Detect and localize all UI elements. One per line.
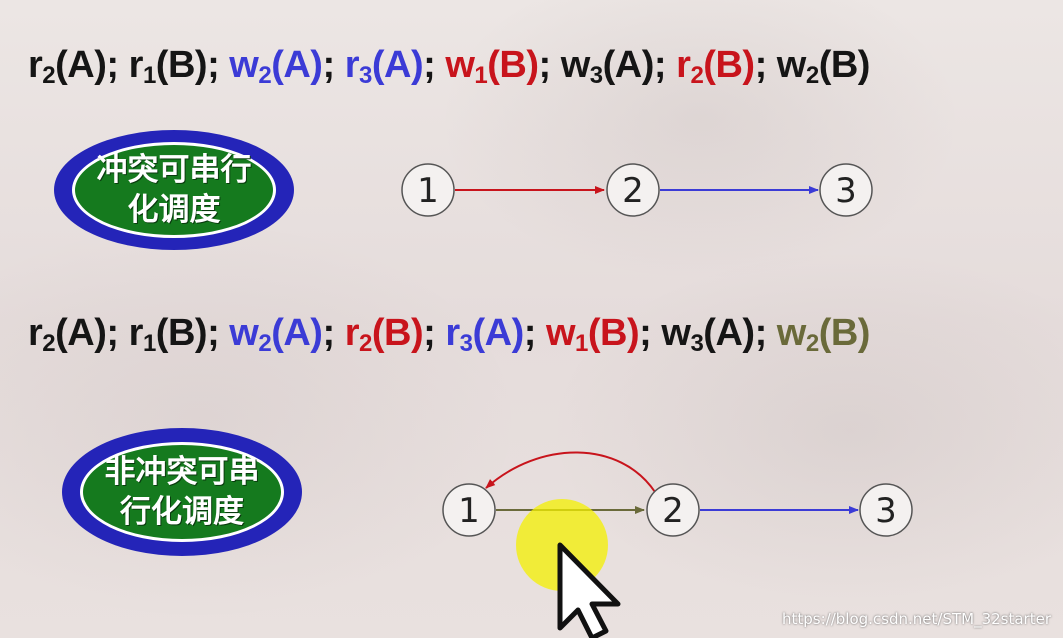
schedule-op: w2(B): [776, 312, 871, 357]
schedule-op: r2(A): [28, 312, 107, 357]
watermark: https://blog.csdn.net/STM_32starter: [782, 610, 1051, 628]
svg-text:2: 2: [622, 171, 644, 211]
schedule-line-2: r2(A); r1(B); w2(A); r2(B); r3(A); w1(B)…: [28, 312, 871, 357]
schedule-op: w2(B): [776, 44, 871, 89]
schedule-separator: ;: [754, 44, 777, 86]
graph1-node-2: 2: [606, 163, 660, 217]
schedule-op: r1(B): [128, 312, 208, 357]
schedule-op: r1(B): [128, 44, 208, 89]
label-text-1: 冲突可串行 化调度: [96, 152, 252, 228]
mouse-pointer-icon: [516, 499, 621, 638]
schedule-op: w1(B): [545, 312, 640, 357]
schedule-separator: ;: [423, 312, 446, 354]
schedule-op: w2(A): [229, 312, 323, 357]
label-text-2: 非冲突可串 行化调度: [104, 454, 260, 530]
schedule-separator: ;: [322, 312, 345, 354]
schedule-separator: ;: [207, 44, 230, 86]
label-ellipse-conflict-serializable: 冲突可串行 化调度: [54, 130, 294, 250]
svg-text:1: 1: [458, 491, 480, 531]
label-ellipse-non-conflict-serializable: 非冲突可串 行化调度: [62, 428, 302, 556]
graph2-node-2: 2: [646, 483, 700, 537]
schedule-separator: ;: [538, 44, 561, 86]
schedule-op: r3(A): [344, 44, 424, 89]
schedule-op: w3(A): [560, 44, 655, 89]
schedule-separator: ;: [754, 312, 777, 354]
schedule-separator: ;: [322, 44, 345, 86]
schedule-separator: ;: [653, 44, 677, 86]
schedule-op: r3(A): [445, 312, 524, 357]
schedule-op: r2(B): [676, 44, 755, 89]
svg-text:3: 3: [875, 491, 897, 531]
schedule-op: w2(A): [229, 44, 323, 89]
schedule-line-1: r2(A); r1(B); w2(A); r3(A); w1(B); w3(A)…: [28, 44, 871, 89]
schedule-op: r2(B): [344, 312, 424, 357]
schedule-op: r2(A): [28, 44, 107, 89]
schedule-op: w3(A): [661, 312, 755, 357]
schedule-separator: ;: [106, 44, 129, 86]
schedule-separator: ;: [523, 312, 546, 354]
svg-text:1: 1: [417, 171, 439, 211]
edge-2-to-1-graph2: [485, 451, 656, 493]
schedule-separator: ;: [106, 312, 129, 354]
schedule-op: w1(B): [445, 44, 539, 89]
schedule-separator: ;: [207, 312, 230, 354]
svg-text:2: 2: [662, 491, 684, 531]
graph1-node-1: 1: [401, 163, 455, 217]
svg-text:3: 3: [835, 171, 857, 211]
graph2-node-3: 3: [859, 483, 913, 537]
graph1-node-3: 3: [819, 163, 873, 217]
schedule-separator: ;: [423, 44, 446, 86]
graph2-node-1: 1: [442, 483, 496, 537]
schedule-separator: ;: [639, 312, 662, 354]
